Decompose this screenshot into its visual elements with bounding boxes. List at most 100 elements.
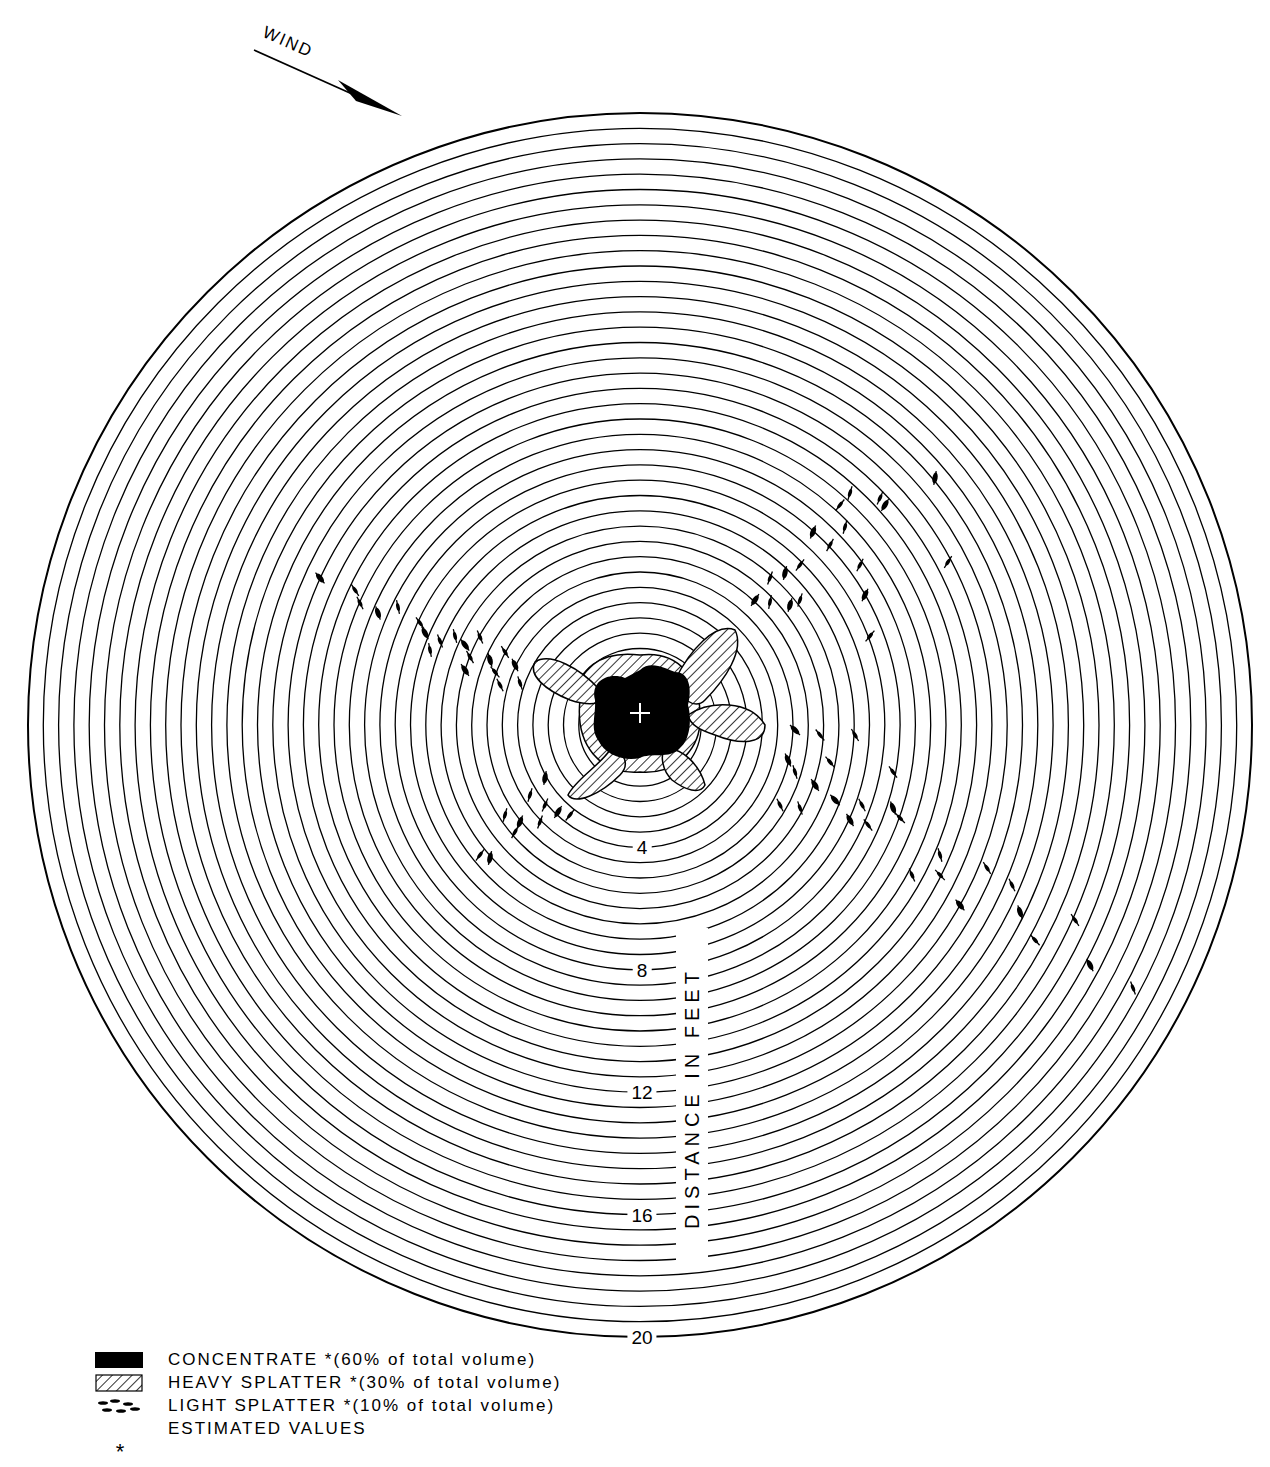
splatter-mark — [788, 723, 802, 737]
distance-ring — [150, 235, 1129, 1214]
splatter-mark — [452, 629, 459, 643]
splatter-mark — [536, 815, 544, 829]
splatter-mark — [767, 595, 773, 609]
axis-caption: DISTANCE IN FEET — [681, 963, 703, 1233]
splatter-mark — [894, 812, 906, 825]
splatter-mark — [908, 868, 917, 882]
splatter-mark — [501, 808, 508, 822]
splatter-mark — [954, 898, 967, 912]
splatter-mark — [459, 663, 471, 678]
center-cross — [630, 703, 650, 723]
distance-ring — [212, 297, 1069, 1154]
splatter-mark — [373, 606, 382, 621]
splatter-mark — [510, 658, 521, 673]
distance-ring — [89, 174, 1191, 1276]
legend-row: CONCENTRATE *(60% of total volume) — [95, 1349, 795, 1371]
heavy-splatter — [568, 750, 625, 799]
splatter-mark — [796, 593, 804, 607]
legend-text: LIGHT SPLATTER *(10% of total volume) — [168, 1395, 555, 1417]
splatter-mark — [888, 801, 898, 816]
splatter-mark — [855, 558, 865, 572]
splatter-mark — [824, 755, 836, 768]
distance-ring — [120, 205, 1160, 1245]
splatter-mark — [808, 525, 818, 540]
distance-tick: 4 — [633, 837, 652, 858]
splatter-mark — [796, 801, 804, 815]
splatter-mark — [857, 798, 867, 812]
distance-ring — [166, 251, 1115, 1200]
distance-ring — [288, 373, 992, 1077]
splatter-mark — [876, 491, 885, 505]
splatter-mark — [783, 753, 793, 768]
distance-ring — [181, 266, 1099, 1184]
splatter-mark — [486, 851, 494, 866]
splatter-mark — [888, 765, 899, 779]
splatter-mark — [486, 653, 495, 668]
distance-ring — [411, 496, 870, 955]
splatter-mark — [936, 848, 943, 862]
distance-ring — [135, 220, 1145, 1230]
splatter-mark — [864, 629, 876, 642]
distance-ring — [196, 281, 1083, 1168]
splatter-mark — [1029, 934, 1041, 947]
splatter-mark — [828, 793, 841, 807]
splatter-mark — [395, 600, 401, 614]
distance-ring — [28, 113, 1252, 1337]
splatter-mark — [1007, 878, 1016, 892]
legend-row: ESTIMATED VALUES — [95, 1418, 795, 1440]
splatter-mark — [749, 593, 761, 608]
splatter-mark — [350, 583, 361, 597]
axis-strip — [676, 928, 708, 1270]
splatter-mark — [541, 771, 549, 786]
splatter-mark — [834, 498, 845, 511]
splatter-mark — [355, 596, 364, 610]
splatter-mark — [465, 650, 475, 664]
distance-ring — [273, 358, 1007, 1092]
splatter-mark — [982, 861, 992, 875]
distance-ring — [59, 144, 1222, 1307]
distance-ring — [242, 327, 1038, 1123]
splatter-mark — [489, 665, 501, 678]
splatter-mark — [500, 645, 510, 659]
distance-ring — [227, 312, 1053, 1138]
splatter-mark — [419, 626, 430, 641]
splatter-mark — [841, 520, 848, 534]
splatter-mark — [931, 471, 939, 486]
distance-tick: 12 — [627, 1082, 656, 1103]
splatter-mark — [552, 805, 564, 820]
splatter-mark — [860, 588, 871, 603]
splatter-mark — [943, 555, 953, 569]
distance-ring — [456, 541, 823, 908]
distance-ring — [380, 465, 900, 985]
distance-ring — [395, 480, 885, 970]
splatter-mark — [850, 728, 860, 742]
splatter-mark — [781, 566, 789, 581]
distance-tick: 20 — [627, 1327, 656, 1348]
splatter-mark — [314, 571, 327, 585]
splatter-mark — [844, 813, 856, 828]
distance-ring — [365, 450, 916, 1001]
legend-row: LIGHT SPLATTER *(10% of total volume) — [95, 1395, 795, 1417]
legend-text: CONCENTRATE *(60% of total volume) — [168, 1349, 536, 1371]
legend-text: HEAVY SPLATTER *(30% of total volume) — [168, 1372, 561, 1394]
splatter-mark — [814, 728, 825, 741]
splatter-mark — [515, 815, 525, 830]
splatter-mark — [427, 643, 433, 657]
legend-text: ESTIMATED VALUES — [168, 1418, 367, 1440]
splatter-mark — [794, 558, 805, 571]
splatter-mark — [459, 638, 472, 652]
splatter-mark — [1015, 905, 1024, 920]
splatter-mark — [825, 538, 835, 552]
distance-ring — [319, 404, 962, 1047]
distance-ring — [74, 159, 1206, 1291]
distance-ring — [303, 388, 976, 1061]
distance-ring — [472, 557, 809, 894]
splatter-mark — [766, 571, 774, 585]
splatter-mark — [775, 798, 784, 812]
splatter-mark — [526, 788, 534, 802]
distance-rings — [28, 113, 1252, 1337]
splatter-mark — [1129, 981, 1137, 995]
distance-ring — [334, 419, 946, 1031]
distance-ring — [502, 587, 777, 862]
